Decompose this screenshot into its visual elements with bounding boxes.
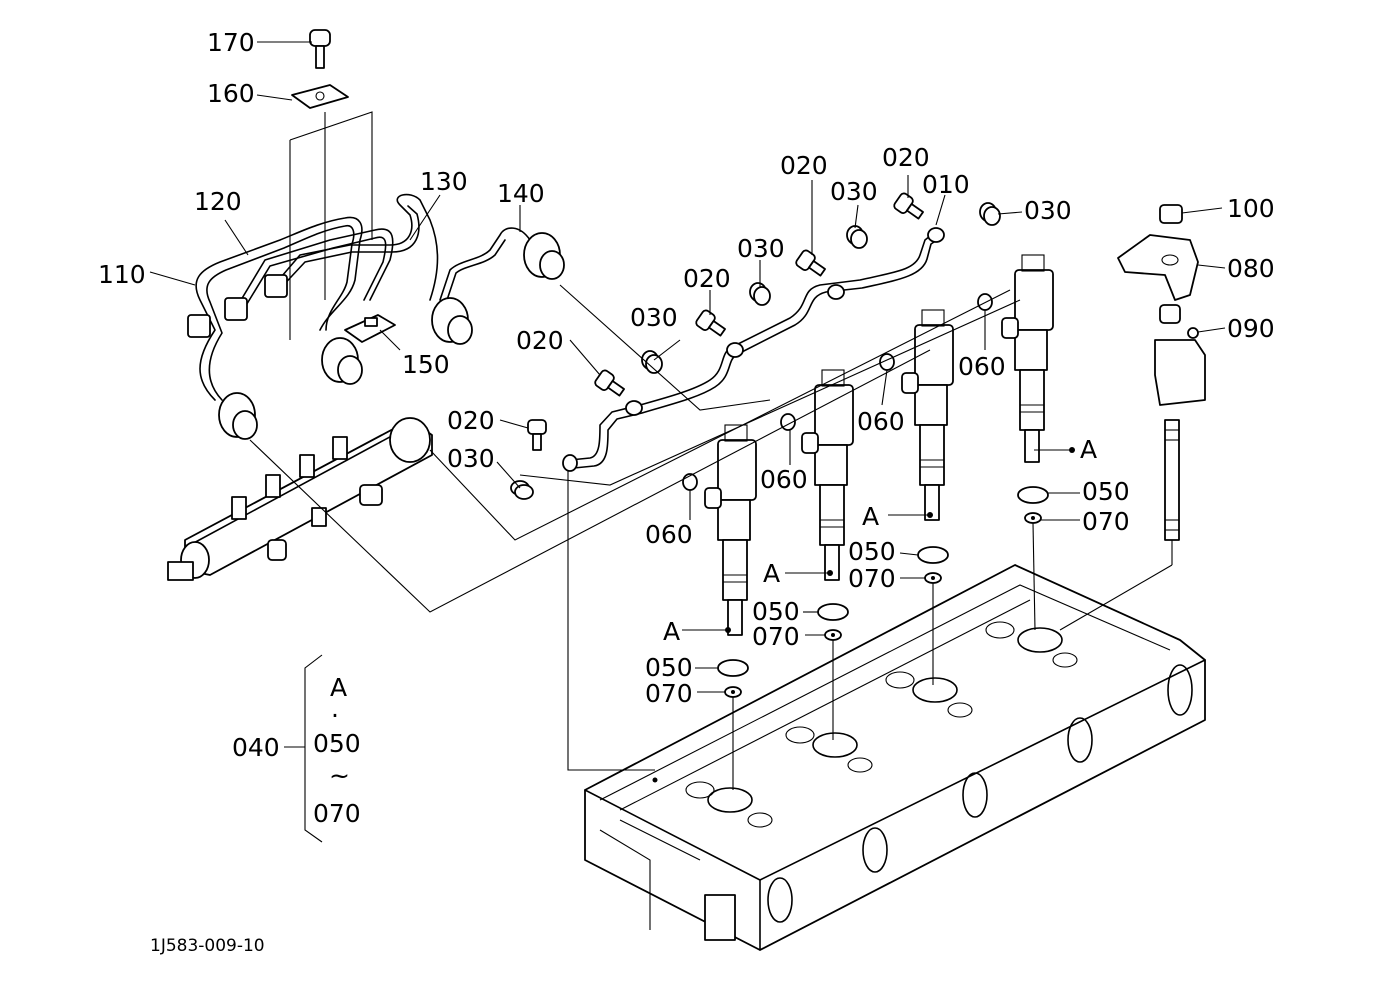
pipe-sleeve: [218, 392, 258, 440]
gasket: [641, 350, 663, 374]
group-item-a: A: [330, 673, 347, 702]
injector-2: [801, 369, 854, 581]
label-130: 130: [420, 167, 468, 196]
drawing-code: 1J583-009-10: [150, 936, 265, 956]
group-item-dot: ·: [331, 701, 339, 730]
label-A-1: A: [663, 617, 680, 646]
label-020-c: 020: [683, 264, 731, 293]
label-050-b: 050: [752, 597, 800, 626]
label-060-b: 060: [760, 465, 808, 494]
label-020-a: 020: [882, 143, 930, 172]
gasket: [979, 202, 1001, 226]
gasket: [510, 480, 534, 500]
label-060-c: 060: [857, 407, 905, 436]
label-020-e: 020: [447, 406, 495, 435]
label-140: 140: [497, 179, 545, 208]
label-A-4: A: [1080, 435, 1097, 464]
label-030-a: 030: [1024, 196, 1072, 225]
label-110: 110: [98, 260, 146, 289]
banjo-bolt: [695, 309, 726, 337]
label-050-d: 050: [1082, 477, 1130, 506]
injection-pipes: [187, 29, 565, 440]
label-050-c: 050: [848, 537, 896, 566]
label-A-3: A: [862, 502, 879, 531]
label-050-a: 050: [645, 653, 693, 682]
cylinder-head: [584, 564, 1206, 951]
label-060-a: 060: [645, 520, 693, 549]
label-020-b: 020: [780, 151, 828, 180]
leak-off-pipe: [562, 227, 945, 771]
label-030-e: 030: [447, 444, 495, 473]
injector-1: [704, 424, 757, 636]
injector-3: [901, 309, 954, 521]
banjo-bolts: [527, 192, 924, 451]
label-120: 120: [194, 187, 242, 216]
banjo-bolt: [594, 369, 625, 397]
banjo-bolt: [527, 419, 547, 451]
leader-lines: [149, 41, 1226, 790]
gasket: [846, 225, 868, 249]
fuel-rail: [167, 417, 433, 581]
group-item-tilde: ~: [329, 761, 350, 790]
group-label: 040: [232, 733, 280, 762]
label-100: 100: [1227, 194, 1275, 223]
label-160: 160: [207, 79, 255, 108]
label-070-d: 070: [1082, 507, 1130, 536]
pipe-sleeve: [431, 297, 473, 345]
label-080: 080: [1227, 254, 1275, 283]
injector-4: [1001, 254, 1054, 463]
label-070-b: 070: [752, 622, 800, 651]
label-170: 170: [207, 28, 255, 57]
label-010: 010: [922, 170, 970, 199]
label-070-c: 070: [848, 564, 896, 593]
label-A-2: A: [763, 559, 780, 588]
group-item-070: 070: [313, 799, 361, 828]
banjo-bolt: [893, 192, 924, 220]
label-030-b: 030: [830, 177, 878, 206]
group-040-legend: 040 A · 050 ~ 070: [232, 654, 361, 843]
banjo-bolt: [795, 249, 826, 277]
pipe-sleeve: [523, 232, 565, 280]
injector-clamp: [1117, 204, 1206, 541]
label-030-d: 030: [630, 303, 678, 332]
group-item-050: 050: [313, 729, 361, 758]
copper-gaskets: [510, 202, 1001, 500]
callout-labels: 170 160 120 110 130 140 150 020 030 020 …: [98, 28, 1275, 708]
label-030-c: 030: [737, 234, 785, 263]
gasket: [749, 282, 771, 306]
label-060-d: 060: [958, 352, 1006, 381]
label-150: 150: [402, 350, 450, 379]
label-070-a: 070: [645, 679, 693, 708]
label-090: 090: [1227, 314, 1275, 343]
pipe-sleeve: [321, 337, 363, 385]
label-020-d: 020: [516, 326, 564, 355]
